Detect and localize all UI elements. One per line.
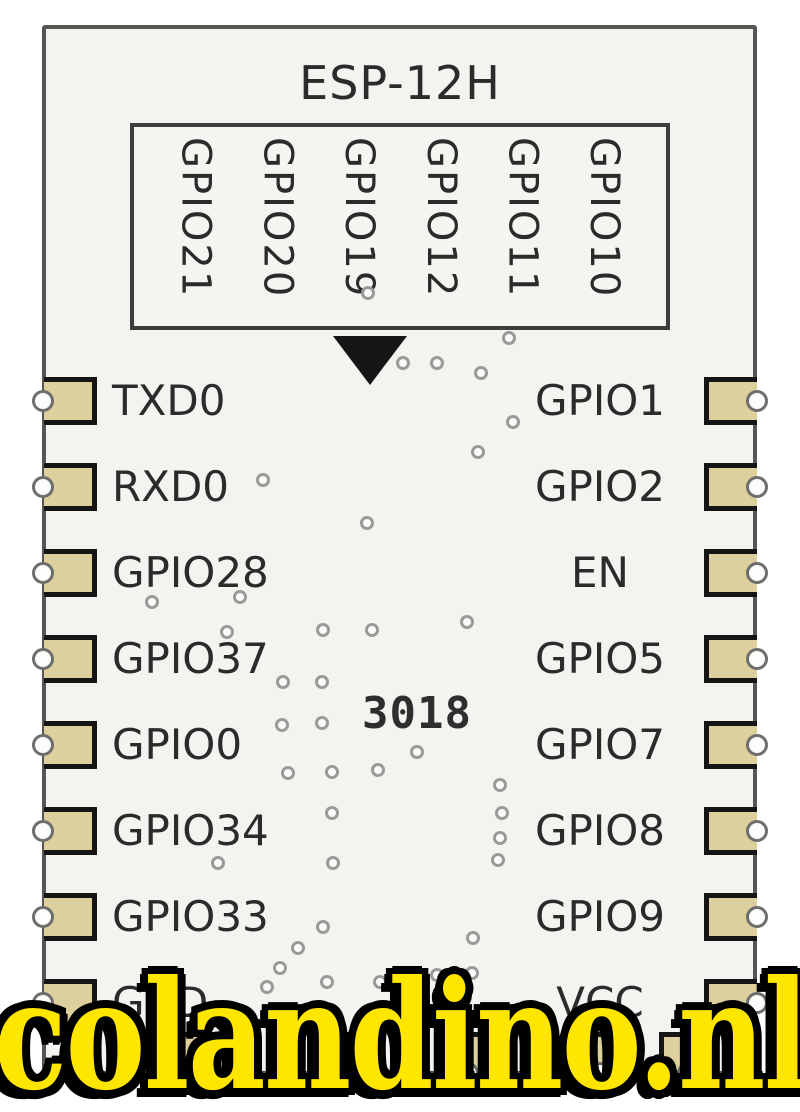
pin-label: EN [571, 548, 629, 597]
via-hole [291, 941, 305, 955]
pin-notch [746, 820, 768, 842]
pin-label: GPIO5 [534, 634, 666, 683]
via-hole [220, 625, 234, 639]
pin-pad [44, 721, 97, 769]
pin-label: GPIO8 [534, 806, 666, 855]
pin-notch [32, 820, 54, 842]
pin-label: RXD0 [112, 462, 230, 511]
pin-notch [746, 562, 768, 584]
via-hole [405, 975, 419, 989]
pin-pad [44, 807, 97, 855]
via-hole [320, 975, 334, 989]
pin-label: GPIO33 [112, 892, 269, 941]
pin-notch [32, 992, 54, 1014]
pin-label: TXD0 [112, 376, 226, 425]
via-hole [460, 615, 474, 629]
pin-pad [44, 893, 97, 941]
top-pin-label: GPIO20 [254, 137, 301, 299]
pin-pad [704, 979, 757, 1027]
via-hole [502, 331, 516, 345]
pin-notch [32, 562, 54, 584]
via-hole [260, 980, 274, 994]
pin-label: VCC [556, 978, 644, 1027]
via-hole [493, 778, 507, 792]
pin-label: GPIO9 [534, 892, 666, 941]
pin-label: GPIO2 [534, 462, 666, 511]
pin-pad [44, 979, 97, 1027]
via-hole [471, 445, 485, 459]
via-hole [506, 415, 520, 429]
top-pin-label: GPIO19 [336, 137, 383, 299]
module-title: ESP-12H [299, 56, 501, 110]
pin-pad [704, 807, 757, 855]
via-hole [491, 853, 505, 867]
via-hole [361, 286, 375, 300]
bottom-notch [677, 1062, 699, 1084]
bottom-notch [325, 1062, 347, 1084]
top-pin-label: GPIO21 [172, 137, 219, 299]
bottom-pad [176, 1032, 234, 1075]
via-hole [211, 856, 225, 870]
pin-label: GPIO1 [534, 376, 666, 425]
pin-notch [746, 390, 768, 412]
bottom-notch [194, 1062, 216, 1084]
pin-notch [746, 648, 768, 670]
pin-notch [32, 476, 54, 498]
watermark: colandino.nl [0, 948, 800, 1112]
via-hole [315, 716, 329, 730]
via-hole [365, 623, 379, 637]
pin-notch [746, 992, 768, 1014]
via-hole [326, 856, 340, 870]
pin-notch [746, 906, 768, 928]
via-hole [474, 366, 488, 380]
via-hole [360, 516, 374, 530]
pin-label: GPIO0 [112, 720, 243, 769]
pin-notch [32, 734, 54, 756]
via-hole [316, 920, 330, 934]
top-pin-box: GPIO21 GPIO20 GPIO19 GPIO12 GPIO11 GPIO10 [130, 123, 670, 330]
via-hole [256, 473, 270, 487]
pin-pad [44, 635, 97, 683]
via-hole [233, 590, 247, 604]
via-hole [410, 745, 424, 759]
pin-label: GPIO7 [534, 720, 666, 769]
pin-notch [746, 734, 768, 756]
via-hole [493, 831, 507, 845]
bottom-notch [457, 1062, 479, 1084]
pin-label: GPIO34 [112, 806, 269, 855]
via-hole [466, 931, 480, 945]
pin-label: GND [112, 978, 209, 1027]
via-hole [325, 806, 339, 820]
via-hole [316, 623, 330, 637]
via-hole [281, 766, 295, 780]
bottom-notch [589, 1062, 611, 1084]
via-hole [325, 765, 339, 779]
via-hole [495, 806, 509, 820]
chip-marking: 3018 [362, 688, 472, 739]
antenna-triangle-icon [333, 336, 407, 385]
via-hole [465, 966, 479, 980]
top-pin-label: GPIO10 [581, 137, 628, 299]
via-hole [373, 975, 387, 989]
via-hole [273, 961, 287, 975]
via-hole [430, 968, 444, 982]
via-hole [396, 356, 410, 370]
top-pin-label: GPIO12 [417, 137, 464, 299]
via-hole [276, 675, 290, 689]
pin-notch [32, 390, 54, 412]
via-hole [430, 356, 444, 370]
via-hole [371, 763, 385, 777]
pin-notch [32, 906, 54, 928]
pin-label: GPIO28 [112, 548, 269, 597]
pin-notch [746, 476, 768, 498]
pin-pad [704, 549, 757, 597]
via-hole [145, 595, 159, 609]
via-hole [315, 675, 329, 689]
pin-label: GPIO37 [112, 634, 269, 683]
via-hole [275, 718, 289, 732]
pin-notch [32, 648, 54, 670]
top-pin-label: GPIO11 [499, 137, 546, 299]
